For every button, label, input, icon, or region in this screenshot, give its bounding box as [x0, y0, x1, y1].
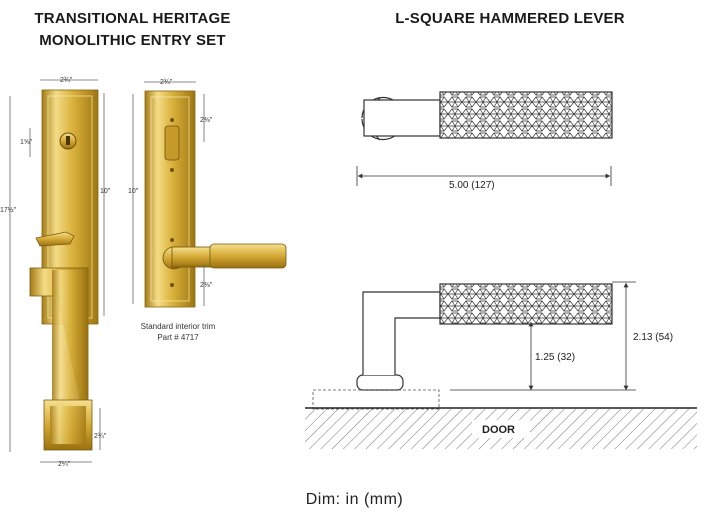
entry-set-illustration	[29, 89, 99, 451]
interior-lever	[209, 243, 287, 269]
trim-caption-line-1: Standard interior trim	[140, 322, 216, 331]
trim-caption: Standard interior trim Part # 4717	[118, 321, 238, 343]
thumb-turn	[164, 125, 180, 161]
lever-rose-side	[356, 374, 404, 391]
door-label: DOOR	[482, 424, 515, 436]
entry-top-width-dim: 2¾"	[60, 77, 73, 84]
hammered-grip-top	[439, 91, 613, 139]
entry-set-title-line-1: TRANSITIONAL HERITAGE	[34, 10, 231, 27]
interior-plate	[144, 90, 196, 308]
entry-overall-height-dim: 17½"	[0, 206, 17, 214]
lever-clearance-dim: 1.25 (32)	[535, 352, 575, 363]
trim-caption-line-2: Part # 4717	[157, 333, 199, 342]
trim-top-width-dim: 2¾"	[160, 79, 173, 86]
entry-upper-height-dim: 10"	[100, 188, 111, 195]
lever-side-view	[356, 283, 613, 391]
interior-trim-illustration	[144, 90, 287, 308]
lever-title: L-SQUARE HAMMERED LEVER	[395, 10, 625, 27]
entry-base-width-dim: 2¼"	[58, 461, 71, 468]
trim-height-dim: 10"	[128, 188, 139, 195]
trim-top-offset-dim: 2⅜"	[200, 117, 213, 124]
lever-projection-dim: 2.13 (54)	[633, 332, 673, 343]
hammered-grip-side	[439, 283, 613, 325]
trim-bottom-offset-dim: 2⅜"	[200, 282, 213, 289]
lever-top-view	[361, 91, 613, 141]
lever-length-dim: 5.00 (127)	[449, 180, 495, 191]
entry-set-title: TRANSITIONAL HERITAGE MONOLITHIC ENTRY S…	[10, 8, 255, 52]
entry-deadbolt-offset-dim: 1⅝"	[20, 139, 33, 146]
dimension-units-note: Dim: in (mm)	[305, 491, 404, 508]
entry-set-title-line-2: MONOLITHIC ENTRY SET	[39, 32, 226, 49]
entry-base-height-dim: 2¾"	[94, 433, 107, 440]
thumb-piece	[35, 231, 75, 247]
